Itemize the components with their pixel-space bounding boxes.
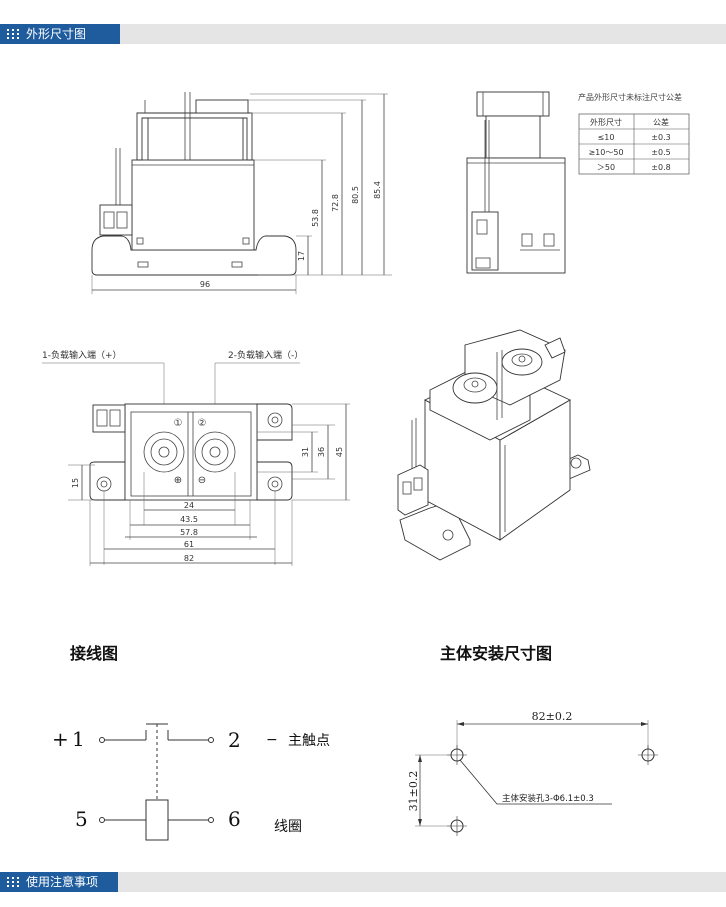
grid-icon (7, 877, 19, 887)
mount-width-dim: 82±0.2 (532, 710, 573, 723)
mounting-diagram: 82±0.2 31±0.2 主体安装孔3-Φ6.1±0.3 (407, 710, 658, 836)
tol-row-3-tol: ±0.8 (651, 163, 670, 172)
main-contact-label: 主触点 (288, 733, 330, 749)
tolerance-table: 产品外形尺寸未标注尺寸公差 外形尺寸 公差 ≤10 ±0.3 ≥10～50 ±0… (578, 92, 690, 175)
dim-17: 17 (297, 251, 306, 261)
tol-row-1-tol: ±0.3 (651, 133, 670, 142)
wiring-diagram: + 1 2 − 主触点 5 6 线圈 (52, 723, 330, 841)
dim-61: 61 (184, 540, 194, 549)
tol-header-size: 外形尺寸 (590, 117, 622, 127)
top-view: 1-负载输入端（+） 2-负载输入端（-） ① ② ⊕ ⊖ (42, 349, 350, 566)
technical-drawing: .ln { stroke:#444; stroke-width:0.8; fil… (42, 91, 690, 841)
section-bar-top: 外形尺寸图 (0, 24, 726, 44)
wiring-plus-sign: + (52, 727, 69, 751)
dim-57-8: 57.8 (180, 528, 198, 537)
label-load-plus: 1-负载输入端（+） (42, 349, 122, 361)
section-tab-outline: 外形尺寸图 (0, 24, 120, 44)
dim-15: 15 (71, 478, 80, 488)
section-title-outline: 外形尺寸图 (26, 27, 87, 41)
plus-mark: ⊕ (174, 475, 182, 486)
dim-45: 45 (335, 447, 344, 457)
mount-height-dim: 31±0.2 (407, 771, 420, 812)
dim-24: 24 (184, 501, 194, 510)
tol-row-1-size: ≤10 (598, 133, 615, 142)
wiring-heading: 接线图 (70, 644, 119, 663)
tol-row-2-size: ≥10～50 (588, 148, 623, 157)
dim-53-8: 53.8 (311, 209, 320, 227)
minus-mark: ⊖ (198, 475, 206, 486)
pin-1: 1 (72, 727, 85, 751)
wiring-dash: − (266, 732, 278, 748)
pin-2: 2 (228, 728, 241, 752)
dim-43-5: 43.5 (180, 515, 198, 524)
front-view: 17 53.8 72.8 80.5 85.4 96 (91, 92, 392, 294)
dim-85-4: 85.4 (373, 181, 382, 199)
mounting-heading: 主体安装尺寸图 (440, 644, 553, 663)
terminal-1-mark: ① (174, 418, 183, 429)
dim-31: 31 (301, 447, 310, 457)
section-tab-notes: 使用注意事项 (0, 872, 118, 892)
terminal-2-mark: ② (198, 418, 207, 429)
side-view (466, 91, 566, 274)
dim-80-5: 80.5 (351, 186, 360, 204)
mount-hole-label: 主体安装孔3-Φ6.1±0.3 (502, 793, 594, 804)
pin-5: 5 (75, 807, 88, 831)
section-bar-bottom: 使用注意事项 (0, 872, 726, 892)
tol-header-tol: 公差 (653, 117, 669, 127)
pin-6: 6 (228, 807, 241, 831)
grid-icon (7, 29, 19, 39)
dim-36: 36 (317, 447, 326, 457)
dim-72-8: 72.8 (331, 194, 340, 212)
tol-row-3-size: ＞50 (597, 163, 615, 172)
coil-label: 线圈 (274, 819, 302, 835)
isometric-view (397, 329, 591, 561)
dim-96: 96 (200, 280, 210, 289)
dim-82: 82 (184, 554, 194, 563)
section-title-notes: 使用注意事项 (26, 875, 99, 889)
tolerance-caption: 产品外形尺寸未标注尺寸公差 (578, 92, 682, 102)
tol-row-2-tol: ±0.5 (651, 148, 670, 157)
label-load-minus: 2-负载输入端（-） (228, 349, 303, 361)
